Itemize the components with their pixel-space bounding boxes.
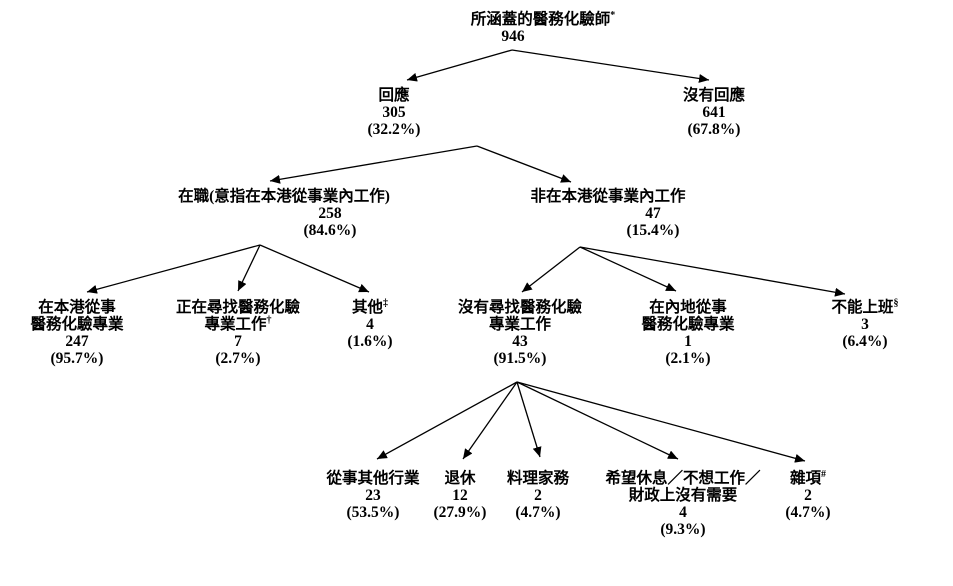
arrow-notworkinghk-mainland [579, 246, 677, 292]
node-rest-label1: 希望休息／不想工作／ [605, 470, 761, 487]
arrow-responded-working [269, 145, 478, 184]
node-practising-hk-percent: (95.7%) [50, 350, 104, 367]
node-unable-work-value: 3 [861, 316, 869, 333]
footnote-marker-section: § [893, 297, 899, 309]
node-seeking-job: 正在尋找醫務化驗 專業工作† 7 (2.7%) [176, 299, 300, 367]
arrow-notseeking-housework [516, 381, 542, 458]
node-not-working-hk-percent: (15.4%) [626, 222, 680, 239]
node-seeking-job-label1: 正在尋找醫務化驗 [175, 299, 301, 316]
arrow-responded-not-working-hk [476, 145, 572, 183]
node-misc-label: 雜項# [785, 468, 830, 487]
arrow-covered-no-response [511, 49, 710, 83]
node-seeking-job-label2-text: 專業工作 [204, 316, 267, 333]
arrow-notseeking-other-industry [376, 381, 518, 460]
node-other-industry: 從事其他行業 23 (53.5%) [326, 470, 419, 521]
node-covered: 所涵蓋的醫務化驗師* 946 [441, 10, 616, 45]
node-mainland-label2: 醫務化驗專業 [641, 316, 735, 333]
node-housework-label: 料理家務 [506, 470, 570, 487]
node-not-seeking-label1: 沒有尋找醫務化驗 [457, 299, 583, 316]
node-housework: 料理家務 2 (4.7%) [507, 470, 569, 521]
node-working-label: 在職(意指在本港從事業內工作) [178, 188, 390, 205]
node-housework-percent: (4.7%) [515, 504, 561, 521]
node-not-seeking-percent: (91.5%) [493, 350, 547, 367]
node-other-industry-label: 從事其他行業 [326, 470, 420, 487]
node-unable-work-percent: (6.4%) [842, 333, 888, 350]
node-practising-hk: 在本港從事 醫務化驗專業 247 (95.7%) [30, 299, 123, 367]
footnote-marker-dagger: † [266, 314, 272, 326]
node-others-percent: (1.6%) [347, 333, 393, 350]
node-misc-label-text: 雜項 [789, 470, 822, 487]
node-working-percent: (84.6%) [303, 222, 357, 239]
node-mainland-label1: 在內地從事 [649, 299, 727, 316]
node-others-value: 4 [366, 316, 374, 333]
node-rest-label2: 財政上沒有需要 [628, 487, 738, 504]
footnote-marker-hash: # [821, 468, 827, 480]
node-no-response-percent: (67.8%) [687, 121, 741, 138]
node-seeking-job-value: 7 [234, 333, 242, 350]
node-no-response: 沒有回應 641 (67.8%) [683, 87, 745, 138]
node-rest-value: 4 [679, 504, 687, 521]
node-retired-label: 退休 [444, 470, 476, 487]
node-not-working-hk: 非在本港從事業內工作 47 (15.4%) [530, 188, 730, 239]
node-covered-value: 946 [501, 28, 525, 45]
arrow-notworkinghk-not-seeking [521, 246, 581, 293]
node-practising-hk-value: 247 [65, 333, 89, 350]
node-not-working-hk-label: 非在本港從事業內工作 [530, 188, 686, 205]
arrow-working-seeking-job [237, 244, 261, 292]
node-responded: 回應 305 (32.2%) [368, 87, 421, 138]
node-responded-value: 305 [382, 104, 406, 121]
node-retired-percent: (27.9%) [433, 504, 487, 521]
node-unable-work-label-text: 不能上班 [831, 299, 894, 316]
node-others-label-text: 其他 [351, 299, 384, 316]
arrow-notseeking-retired [462, 381, 518, 460]
node-misc-percent: (4.7%) [785, 504, 831, 521]
node-not-seeking: 沒有尋找醫務化驗 專業工作 43 (91.5%) [458, 299, 582, 367]
node-seeking-job-label2: 專業工作† [176, 314, 300, 333]
arrow-notworkinghk-unable-work [579, 246, 846, 297]
node-practising-hk-label2: 醫務化驗專業 [30, 316, 124, 333]
node-retired: 退休 12 (27.9%) [434, 470, 487, 521]
node-others-label: 其他‡ [347, 297, 392, 316]
node-other-industry-value: 23 [365, 487, 381, 504]
node-no-response-value: 641 [702, 104, 726, 121]
node-responded-label: 回應 [378, 87, 410, 104]
node-other-industry-percent: (53.5%) [346, 504, 400, 521]
footnote-marker-double-dagger: ‡ [383, 297, 389, 309]
footnote-marker-asterisk: * [610, 9, 616, 21]
node-covered-label: 所涵蓋的醫務化驗師* [470, 9, 616, 28]
node-mainland-percent: (2.1%) [665, 350, 711, 367]
node-not-working-hk-value: 47 [645, 205, 661, 222]
arrow-notseeking-rest [516, 381, 679, 460]
node-responded-percent: (32.2%) [367, 121, 421, 138]
node-seeking-job-percent: (2.7%) [215, 350, 261, 367]
node-mainland-value: 1 [684, 333, 692, 350]
node-working-value: 258 [318, 205, 342, 222]
arrow-notseeking-misc [516, 381, 806, 463]
arrow-covered-responded [406, 49, 513, 82]
node-unable-work-label: 不能上班§ [831, 297, 899, 316]
node-others: 其他‡ 4 (1.6%) [347, 297, 393, 350]
node-rest-percent: (9.3%) [660, 521, 706, 538]
node-misc-value: 2 [804, 487, 812, 504]
node-retired-value: 12 [452, 487, 468, 504]
node-covered-label-text: 所涵蓋的醫務化驗師 [470, 11, 611, 28]
node-not-seeking-label2: 專業工作 [488, 316, 552, 333]
node-housework-value: 2 [534, 487, 542, 504]
arrow-working-practising-hk [86, 244, 261, 294]
node-no-response-label: 沒有回應 [682, 87, 746, 104]
node-mainland: 在內地從事 醫務化驗專業 1 (2.1%) [641, 299, 734, 367]
arrow-working-others [259, 244, 370, 293]
node-not-seeking-value: 43 [512, 333, 528, 350]
node-rest: 希望休息／不想工作／ 財政上沒有需要 4 (9.3%) [605, 470, 760, 538]
node-working: 在職(意指在本港從事業內工作) 258 (84.6%) [178, 188, 436, 239]
node-unable-work: 不能上班§ 3 (6.4%) [831, 297, 899, 350]
node-practising-hk-label1: 在本港從事 [38, 299, 116, 316]
node-misc: 雜項# 2 (4.7%) [785, 468, 831, 521]
